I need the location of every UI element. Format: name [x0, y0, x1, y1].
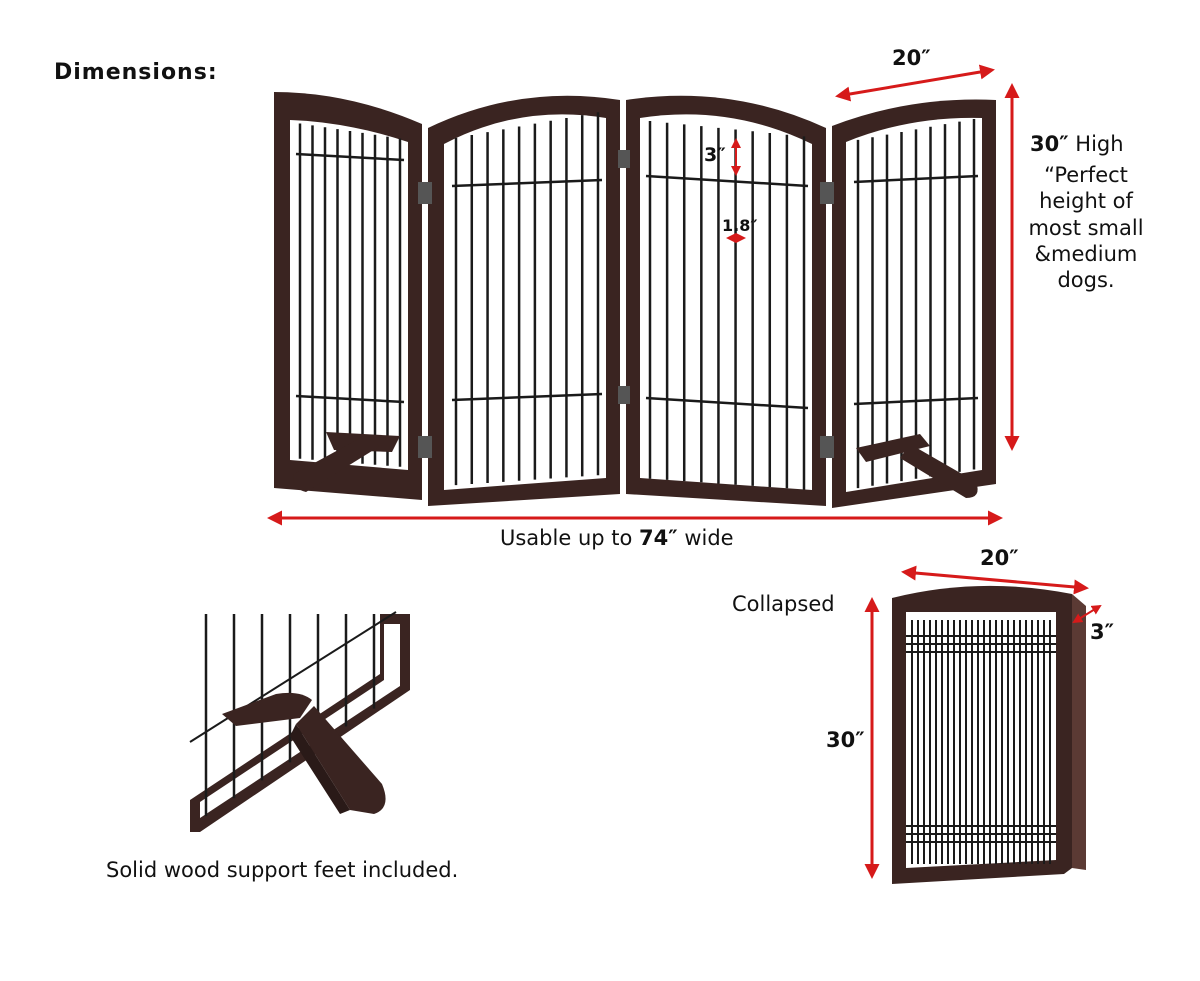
gate-panel-3: [626, 95, 826, 506]
height-label: 30″ High: [1030, 134, 1124, 155]
width-arrow-panel: [835, 64, 995, 102]
heading: Dimensions:: [54, 60, 218, 85]
feet-caption: Solid wood support feet included.: [106, 858, 459, 882]
usable-width-label: Usable up to 74″ wide: [500, 528, 734, 549]
collapsed-depth-label: 3″: [1090, 620, 1114, 644]
collapsed-gate: [892, 585, 1086, 884]
height-word: High: [1075, 132, 1124, 156]
panel-width-label: 20″: [892, 46, 931, 70]
expanded-gate: [274, 92, 996, 508]
height-note-line-3: most small: [1028, 215, 1144, 240]
usable-prefix: Usable up to: [500, 526, 633, 550]
height-note-line-1: “Perfect: [1044, 163, 1128, 187]
usable-value: 74″: [639, 526, 678, 550]
collapsed-width-arrow: [901, 565, 1089, 595]
dimension-arrows: [267, 64, 1020, 526]
collapsed-arrows: [864, 565, 1102, 879]
height-note: “Perfect height of most small &medium do…: [1022, 162, 1150, 293]
height-value: 30″: [1030, 132, 1069, 156]
bar-gap-label: 3″: [704, 144, 726, 166]
height-note-line-2: height of: [1039, 189, 1133, 214]
collapsed-depth-arrow: [1072, 604, 1102, 624]
collapsed-label: Collapsed: [732, 592, 835, 616]
collapsed-height-label: 30″: [826, 728, 865, 752]
support-foot-right: [856, 434, 978, 498]
bar-spacing-label: 1.8″: [722, 216, 758, 235]
foot-closeup: [189, 611, 410, 832]
hinges: [418, 150, 834, 458]
support-foot-left: [293, 432, 400, 492]
height-note-line-4: &medium: [1034, 241, 1138, 266]
usable-suffix: wide: [684, 526, 734, 550]
gate-panel-2: [428, 95, 620, 506]
gate-panel-4: [832, 99, 996, 508]
collapsed-width-label: 20″: [980, 546, 1019, 570]
gate-panel-1: [274, 92, 422, 500]
height-note-line-5: dogs.: [1057, 268, 1115, 292]
